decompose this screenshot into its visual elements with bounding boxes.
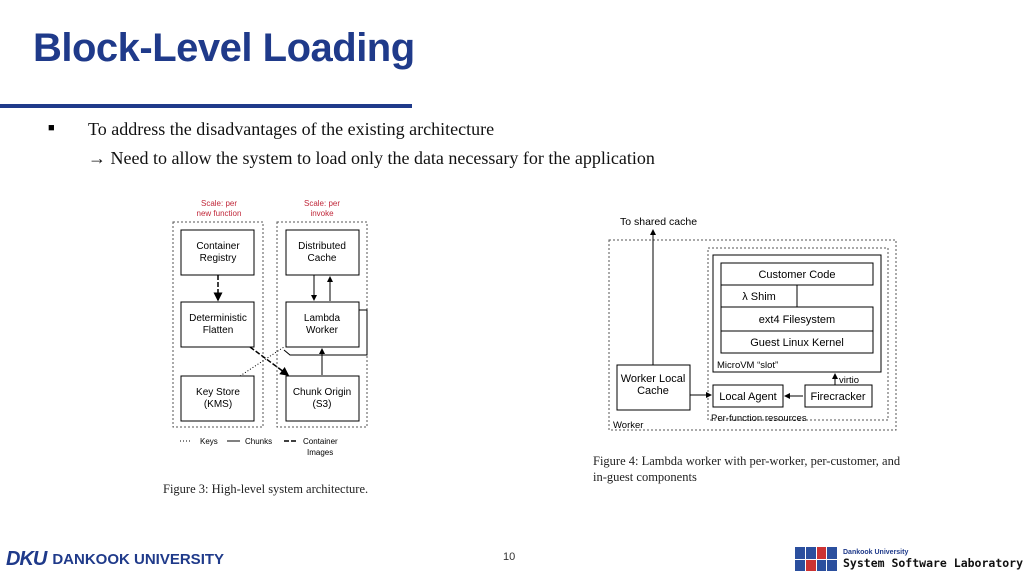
kernel-label: Guest Linux Kernel [750, 337, 844, 349]
container-registry-line1: Container [196, 241, 240, 252]
distributed-cache-box [285, 229, 360, 276]
lab-university-small: Dankook University [843, 548, 909, 556]
university-mark: DKU [6, 548, 47, 570]
legend-container-line1: Container [303, 437, 338, 446]
key-store-box [180, 375, 255, 422]
key-store-line2: (KMS) [204, 399, 232, 410]
per-function-label: Per-function resources [711, 413, 807, 424]
local-agent-label: Local Agent [719, 391, 777, 403]
ext4-box [720, 306, 874, 332]
chunk-origin-line1: Chunk Origin [293, 387, 351, 398]
deterministic-line2: Flatten [203, 325, 234, 336]
scale-left-line1: Scale: per [201, 199, 237, 208]
container-registry-line2: Registry [200, 253, 237, 264]
figure-4-caption-line1: Figure 4: Lambda worker with per-worker,… [593, 454, 901, 468]
worker-local-cache-box [616, 364, 691, 411]
per-function-group [707, 247, 889, 421]
slide-title: Block-Level Loading [33, 26, 415, 70]
bullet-square-icon: ■ [48, 122, 55, 134]
scale-right-line2: invoke [310, 209, 334, 218]
figure-4-caption-line2: in-guest components [593, 470, 697, 484]
scale-right-line1: Scale: per [304, 199, 340, 208]
lambda-worker-box [285, 301, 360, 348]
worker-local-line2: Cache [637, 385, 669, 397]
microvm-label: MicroVM “slot” [717, 360, 778, 371]
firecracker-label: Firecracker [810, 391, 865, 403]
deterministic-line1: Deterministic [189, 313, 247, 324]
figure-4-diagram: To shared cache Customer Code λ Shim ext… [608, 216, 897, 431]
virtio-label: virtio [839, 375, 859, 386]
arrow-flatten-to-origin [249, 346, 290, 376]
worker-label: Worker [613, 420, 643, 431]
scale-left-line2: new function [197, 209, 242, 218]
figure-3-diagram: Scale: per new function Scale: per invok… [172, 199, 368, 457]
university-logo: DKU DANKOOK UNIVERSITY [6, 548, 224, 571]
key-store-line1: Key Store [196, 387, 240, 398]
figure-3-caption: Figure 3: High-level system architecture… [163, 482, 369, 496]
bullet-text: To address the disadvantages of the exis… [88, 119, 495, 139]
distributed-cache-line1: Distributed [298, 241, 346, 252]
lambda-worker-line1: Lambda [304, 313, 341, 324]
container-registry-box [180, 229, 255, 276]
chunk-origin-line2: (S3) [313, 399, 332, 410]
shim-label: λ Shim [742, 291, 776, 303]
title-underline [0, 104, 412, 108]
legend-keys: Keys [200, 437, 218, 446]
chunk-origin-box [285, 375, 360, 422]
worker-local-line1: Worker Local [621, 373, 686, 385]
per-function-group [172, 221, 264, 428]
ext4-label: ext4 Filesystem [759, 314, 835, 326]
worker-group [608, 239, 897, 431]
university-name: DANKOOK UNIVERSITY [52, 551, 225, 568]
kernel-box [720, 330, 874, 354]
sub-bullet-text: → Need to allow the system to load only … [88, 148, 655, 168]
legend-chunks: Chunks [245, 437, 272, 446]
firecracker-box [804, 384, 873, 408]
lab-logo: Dankook University System Software Labor… [795, 547, 1023, 571]
to-shared-cache-label: To shared cache [620, 216, 697, 228]
worker-chunks-loop [283, 309, 368, 356]
lambda-worker-line2: Worker [306, 325, 339, 336]
lab-logo-icon [795, 547, 837, 571]
customer-code-label: Customer Code [758, 269, 835, 281]
local-agent-box [712, 384, 784, 408]
page-number: 10 [503, 551, 516, 563]
distributed-cache-line2: Cache [308, 253, 337, 264]
deterministic-flatten-box [180, 301, 255, 348]
legend-container-line2: Images [307, 448, 333, 457]
lab-name: System Software Laboratory [843, 555, 1024, 570]
